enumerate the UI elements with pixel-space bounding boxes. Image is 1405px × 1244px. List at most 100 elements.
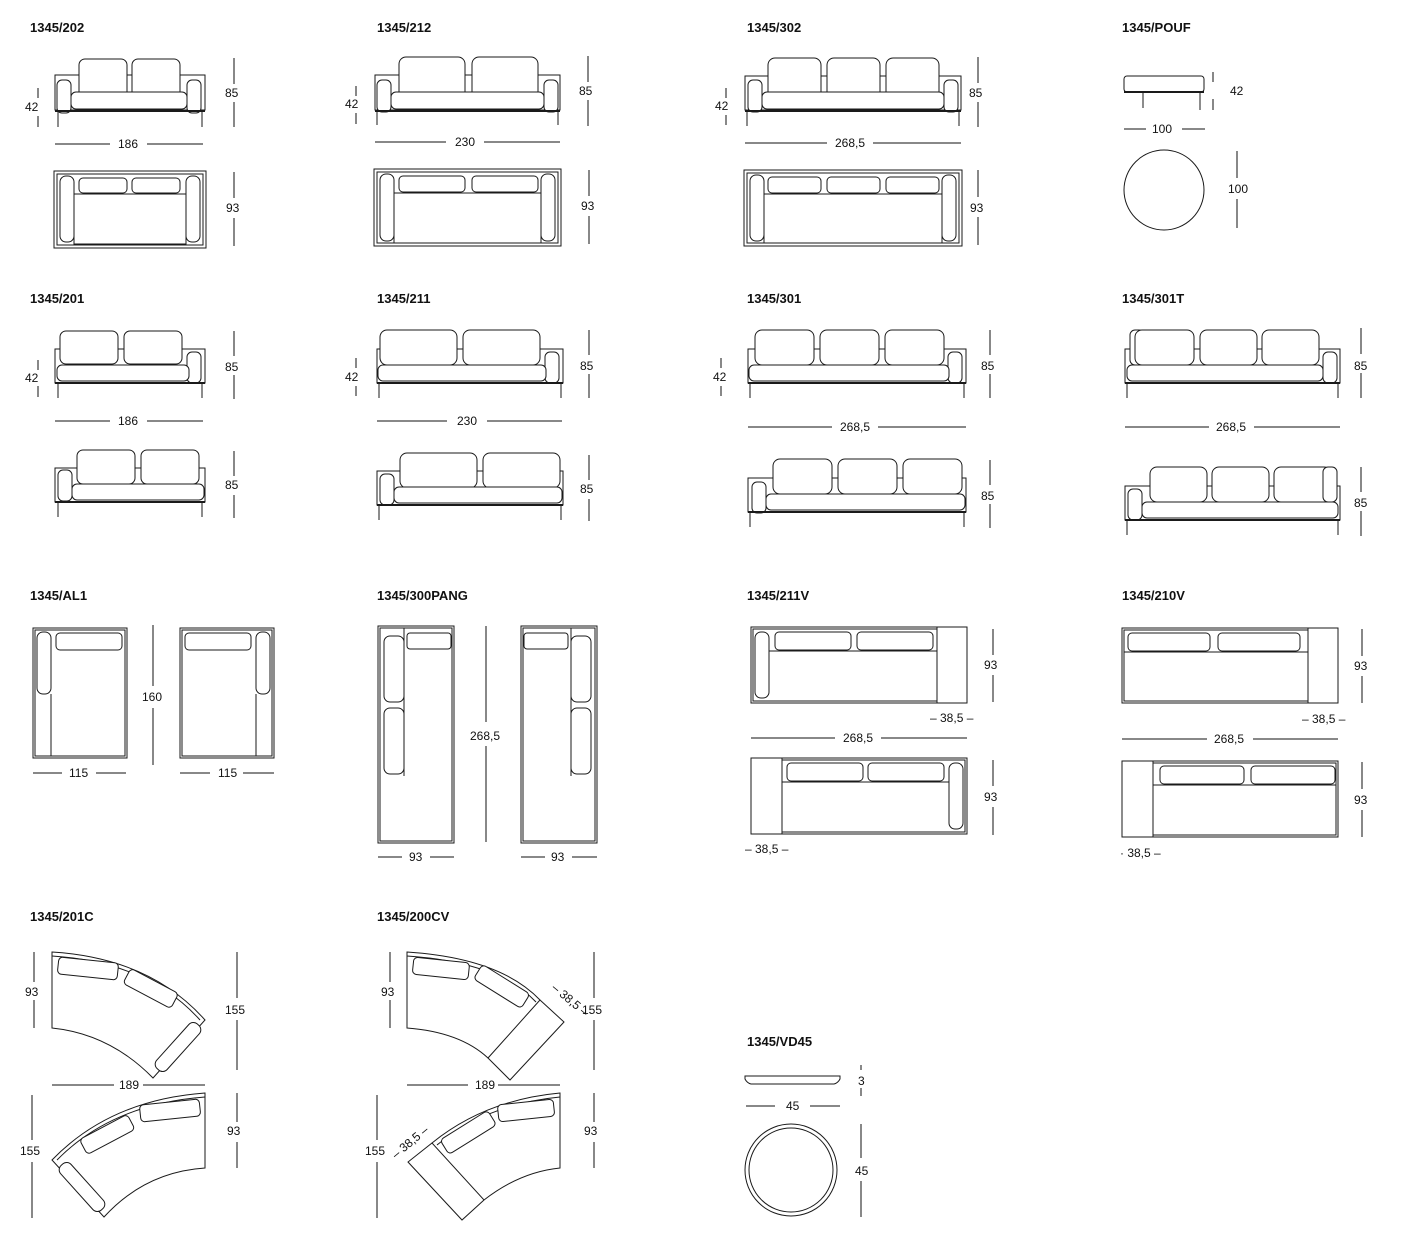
dimension-label: 85: [580, 359, 594, 373]
plan-view-top-drawing: [750, 626, 968, 704]
rear-elevation-drawing: [54, 449, 206, 517]
model-1345-302: 1345/302 42 85 268,5: [715, 20, 984, 247]
dimension-label: 115: [218, 766, 237, 780]
dimension-label: 85: [225, 478, 239, 492]
plan-view-top-drawing: [51, 951, 206, 1079]
model-1345-301t: 1345/301T 85 268,5: [1122, 291, 1368, 536]
dimension-label: 93: [25, 985, 39, 999]
front-elevation-drawing: [747, 329, 967, 398]
dimension-label: 42: [1230, 84, 1244, 98]
dimension-label: 93: [381, 985, 395, 999]
dimension-label: 85: [580, 482, 594, 496]
model-1345-pouf: 1345/POUF 42 100 100: [1122, 20, 1248, 231]
dimension-label: 93: [581, 199, 595, 213]
dimension-label: 42: [715, 99, 729, 113]
model-1345-al1: 1345/AL1 160 115 115: [30, 588, 275, 780]
dimension-label: 85: [225, 360, 239, 374]
plan-view-right-drawing: [520, 625, 598, 844]
dimension-label: 85: [225, 86, 239, 100]
dimension-label: 93: [226, 201, 240, 215]
dimension-label: 42: [25, 371, 39, 385]
plan-view-bottom-drawing: [51, 1092, 206, 1218]
dimension-label: 45: [855, 1164, 869, 1178]
rear-elevation-drawing: [747, 458, 967, 527]
dimension-label: 93: [984, 658, 998, 672]
front-elevation-drawing: [374, 56, 561, 125]
dimension-label: 93: [1354, 659, 1368, 673]
dimension-label: 42: [345, 370, 359, 384]
model-code: 1345/211: [377, 291, 431, 306]
model-1345-210v: 1345/210V 93 – 38,5 – 268,5 93 · 38,5 –: [1120, 588, 1368, 860]
dimension-label: 85: [1354, 496, 1368, 510]
dimension-label: 268,5: [835, 136, 865, 150]
plan-view-drawing: [743, 169, 963, 247]
plan-view-drawing: [53, 170, 207, 249]
dimension-label: 155: [20, 1144, 40, 1158]
model-1345-202: 1345/202 42 85 186 93: [25, 20, 240, 249]
model-code: 1345/200CV: [377, 909, 450, 924]
dimension-label: – 38,5 –: [1302, 712, 1346, 726]
dimension-label: 160: [142, 690, 162, 704]
dimension-label: 85: [981, 359, 995, 373]
dimension-label: – 38,5 –: [745, 842, 789, 856]
dimension-label: 115: [69, 766, 88, 780]
dimension-label: – 38,5 –: [389, 1123, 431, 1162]
dimension-label: 155: [365, 1144, 385, 1158]
dimension-label: 230: [455, 135, 475, 149]
plan-view-right-drawing: [179, 627, 275, 759]
model-code: 1345/301: [747, 291, 801, 306]
dimension-label: 45: [786, 1099, 800, 1113]
dimension-label: 186: [118, 137, 138, 151]
dimension-label: 100: [1152, 122, 1172, 136]
dimension-label: 85: [579, 84, 593, 98]
model-1345-201c: 1345/201C 93 155 189 155 93: [20, 909, 245, 1218]
model-code: 1345/212: [377, 20, 431, 35]
dimension-label: 268,5: [470, 729, 500, 743]
dimension-label: 42: [713, 370, 727, 384]
side-elevation-drawing: [744, 1075, 841, 1085]
plan-view-left-drawing: [32, 627, 128, 759]
plan-view-drawing: [1123, 149, 1205, 231]
front-elevation-drawing: [1124, 329, 1341, 398]
dimension-label: 93: [984, 790, 998, 804]
dimension-label: 100: [1228, 182, 1248, 196]
plan-view-bottom-drawing: [750, 757, 968, 835]
model-code: 1345/AL1: [30, 588, 87, 603]
dimension-label: 93: [409, 850, 423, 864]
dimension-label: 268,5: [1214, 732, 1244, 746]
dimension-label: 268,5: [843, 731, 873, 745]
model-code: 1345/201C: [30, 909, 94, 924]
model-code: 1345/301T: [1122, 291, 1184, 306]
dimension-label: 155: [225, 1003, 245, 1017]
dimension-label: 42: [345, 97, 359, 111]
model-code: 1345/210V: [1122, 588, 1185, 603]
dimension-label: 93: [227, 1124, 241, 1138]
front-elevation-drawing: [744, 57, 962, 126]
dimension-label: 268,5: [840, 420, 870, 434]
plan-view-bottom-drawing: [407, 1092, 561, 1221]
model-code: 1345/300PANG: [377, 588, 468, 603]
dimension-label: 155: [582, 1003, 602, 1017]
model-1345-300pang: 1345/300PANG 268,5 93 93: [377, 588, 598, 864]
plan-view-left-drawing: [377, 625, 455, 844]
dimension-label: 186: [118, 414, 138, 428]
model-code: 1345/POUF: [1122, 20, 1191, 35]
model-1345-211: 1345/211 42 85 230 85: [345, 291, 594, 521]
model-1345-212: 1345/212 42 85 230 93: [345, 20, 595, 247]
dimension-label: 85: [1354, 359, 1368, 373]
model-code: 1345/302: [747, 20, 801, 35]
model-code: 1345/202: [30, 20, 84, 35]
dimension-label: 93: [970, 201, 984, 215]
dimension-label: 93: [551, 850, 565, 864]
dimension-label: – 38,5 –: [930, 711, 974, 725]
dimension-label: 85: [981, 489, 995, 503]
rear-elevation-drawing: [1124, 466, 1341, 535]
dimension-label: 93: [584, 1124, 598, 1138]
model-1345-200cv: 1345/200CV 93 – 38,5 – 155 189 155 – 38,…: [365, 909, 602, 1221]
dimension-label: 85: [969, 86, 983, 100]
model-1345-201: 1345/201 42 85 186 85: [25, 291, 239, 518]
dimension-label: · 38,5 –: [1120, 846, 1161, 860]
rear-elevation-drawing: [376, 452, 564, 520]
dimension-label: 42: [25, 100, 39, 114]
